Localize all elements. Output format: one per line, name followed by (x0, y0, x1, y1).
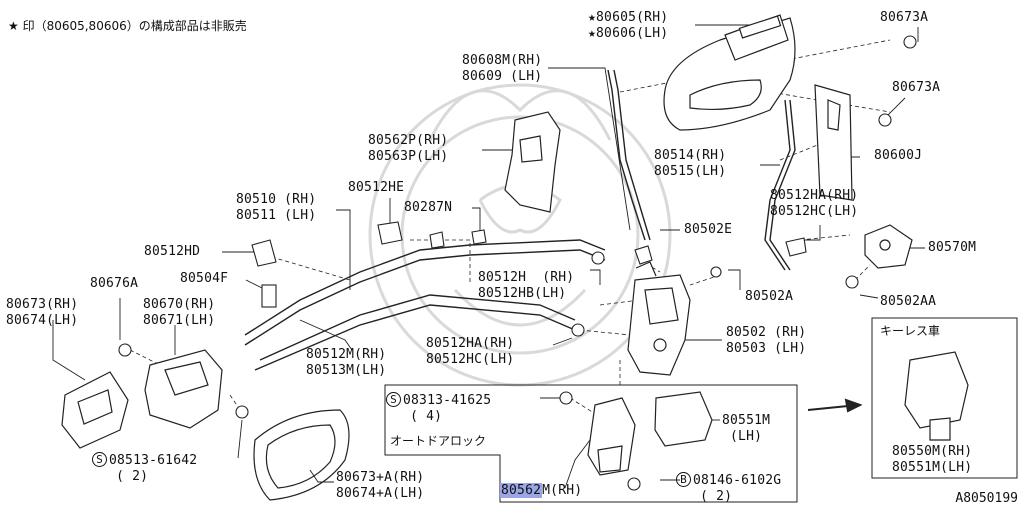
lock-motor-80562m (587, 391, 713, 476)
part-label-80504f[interactable]: 80504F (180, 271, 229, 286)
arrow-icon (807, 398, 863, 413)
part-label-80502aa[interactable]: 80502AA (880, 294, 937, 309)
keyless-car-label: キーレス車 (880, 324, 941, 338)
trim-bezel-part (253, 409, 350, 501)
clips-and-bolts (118, 35, 917, 491)
part-label-80673a-top[interactable]: 80673A (880, 10, 929, 25)
part-label-80673a-second[interactable]: 80673A (892, 80, 941, 95)
part-label-80512h[interactable]: 80512H (RH) 80512HB(LH) (478, 270, 575, 301)
auto-door-lock-box (384, 384, 798, 503)
diagram-code: A8050199 (955, 491, 1018, 506)
part-label-80570m[interactable]: 80570M (928, 240, 977, 255)
part-label-80673plus[interactable]: 80673+A(RH) 80674+A(LH) (336, 470, 425, 501)
striker-80570m (864, 224, 913, 269)
part-label-80562p[interactable]: 80562P(RH) 80563P(LH) (368, 133, 449, 164)
s-symbol-icon: S (386, 392, 401, 407)
bracket-80600j (814, 84, 853, 201)
bracket-80562p (504, 111, 561, 213)
part-label-80512ha-top[interactable]: 80512HA(RH) 80512HC(LH) (770, 188, 859, 219)
part-label-80512hd[interactable]: 80512HD (144, 244, 201, 259)
part-label-80512m[interactable]: 80512M(RH) 80513M(LH) (306, 347, 387, 378)
part-label-80562m-highlighted[interactable]: 80562M(RH) (500, 483, 583, 498)
part-label-80605[interactable]: ★80605(RH) ★80606(LH) (588, 10, 669, 41)
s-symbol-icon: S (92, 452, 107, 467)
door-lock-assembly (627, 261, 691, 376)
part-label-80502e[interactable]: 80502E (684, 222, 733, 237)
b-symbol-icon: B (676, 472, 691, 487)
note-text: ★ 印（80605,80606）の構成部品は非販売 (8, 19, 247, 33)
part-label-80287n[interactable]: 80287N (404, 200, 453, 215)
linkage-rods (244, 69, 796, 371)
part-label-80510[interactable]: 80510 (RH) 80511 (LH) (236, 192, 317, 223)
part-label-80512he[interactable]: 80512HE (348, 180, 405, 195)
auto-door-lock-label: オートドアロック (390, 434, 487, 448)
keyless-box (871, 317, 1018, 479)
part-label-80550m[interactable]: 80550M(RH) 80551M(LH) (892, 444, 973, 475)
part-label-80600j[interactable]: 80600J (874, 148, 923, 163)
keyless-actuator (904, 351, 969, 441)
part-label-80502[interactable]: 80502 (RH) 80503 (LH) (726, 325, 807, 356)
outer-handle-part (663, 14, 796, 131)
part-label-80608m[interactable]: 80608M(RH) 80609 (LH) (462, 53, 543, 84)
escutcheon-part (61, 371, 129, 449)
clip-80504f (261, 284, 277, 308)
part-label-80673[interactable]: 80673(RH) 80674(LH) (6, 297, 79, 328)
highlight-mark: 80562 (500, 483, 543, 498)
part-label-80514[interactable]: 80514(RH) 80515(LH) (654, 148, 727, 179)
inner-handle-part (144, 349, 223, 429)
part-label-80502a[interactable]: 80502A (745, 289, 794, 304)
part-label-80551m[interactable]: 80551M (LH) (722, 413, 771, 444)
part-label-80512ha-mid[interactable]: 80512HA(RH) 80512HC(LH) (426, 336, 515, 367)
part-label-80676a[interactable]: 80676A (90, 276, 139, 291)
part-label-80670[interactable]: 80670(RH) 80671(LH) (143, 297, 216, 328)
